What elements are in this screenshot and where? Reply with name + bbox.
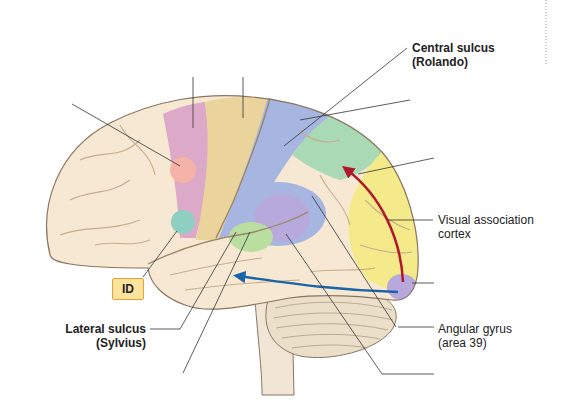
central-sulcus bbox=[216, 98, 270, 238]
abbreviation: ID bbox=[113, 282, 143, 296]
cortical-areas bbox=[163, 96, 418, 300]
visual-pathway-arrow bbox=[346, 169, 403, 282]
part-label: Central sulcus (Rolando) bbox=[412, 41, 512, 69]
cerebellum-folia bbox=[274, 302, 393, 348]
part-label: Lateral sulcus (Sylvius) bbox=[18, 322, 146, 350]
cerebrum bbox=[47, 96, 419, 310]
visual-pathway-arrow bbox=[238, 276, 398, 292]
abbreviation-box: ID bbox=[112, 278, 144, 300]
part-label: Visual association cortex bbox=[438, 213, 556, 241]
gyri bbox=[60, 125, 412, 290]
part-label: Angular gyrus (area 39) bbox=[438, 322, 534, 350]
dotted-margin bbox=[546, 0, 547, 66]
cerebrum-outline bbox=[47, 96, 419, 310]
